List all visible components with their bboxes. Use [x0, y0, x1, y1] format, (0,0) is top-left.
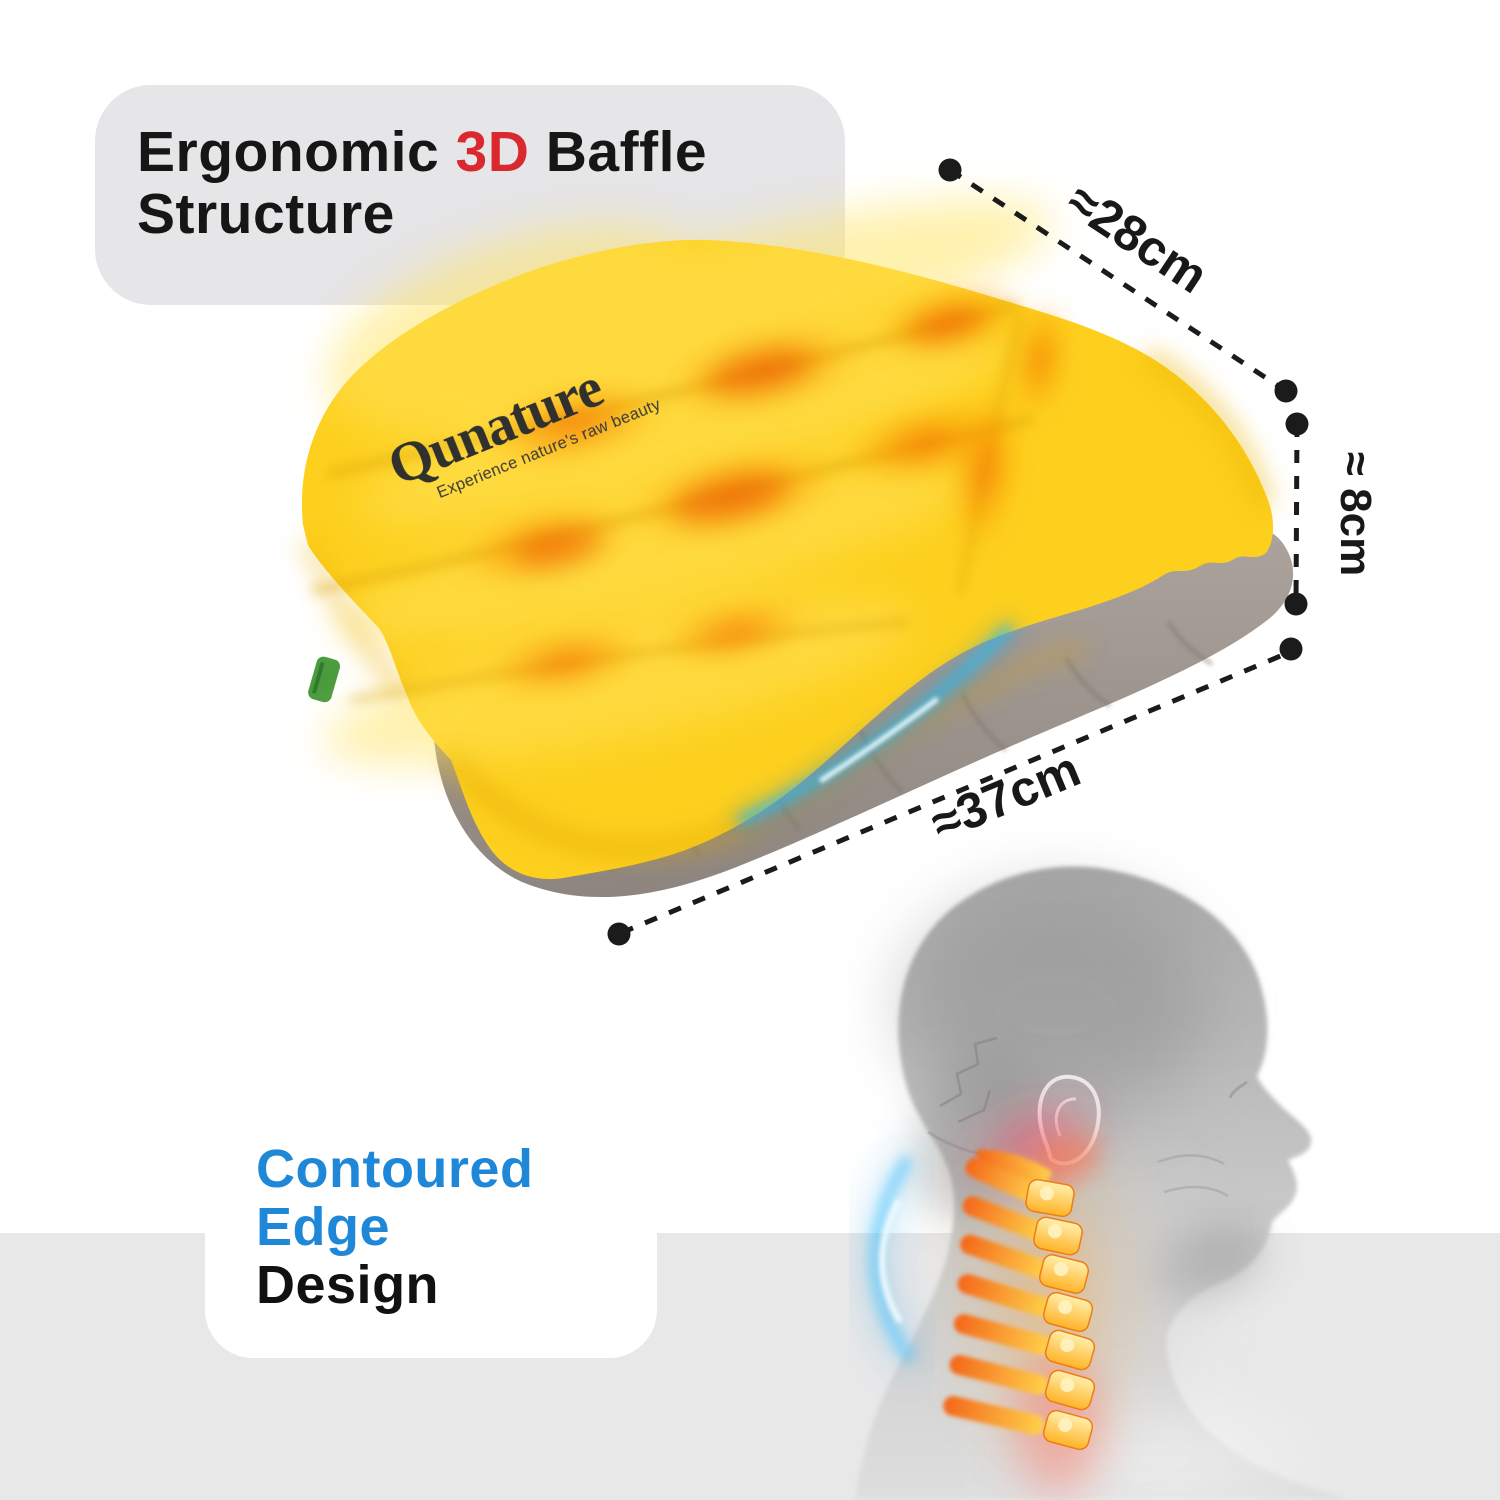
title-highlight-3d: 3D [455, 120, 530, 184]
feature-line-3: Design [256, 1255, 440, 1315]
neck-blue-glow [862, 1149, 921, 1369]
title-line-1: Ergonomic 3D Baffle [137, 121, 845, 183]
baffle-orange-shading [454, 286, 1068, 696]
feature-line-2: Edge [256, 1197, 391, 1257]
title-line-2: Structure [137, 182, 395, 246]
dimension-label-height: ≈ 8cm [1331, 452, 1380, 576]
dimension-line-height [1293, 423, 1300, 605]
cervical-spine [943, 1093, 1130, 1495]
feature-line-1: Contoured [256, 1139, 534, 1199]
title-post: Baffle [529, 120, 708, 184]
title-pre: Ergonomic [137, 120, 456, 184]
blue-accent-arc [731, 619, 1019, 831]
dimension-endpoint-dots [607, 158, 1309, 946]
valve-tag [308, 656, 341, 703]
head-xray-illustration [855, 866, 1360, 1500]
feature-text-card [205, 1060, 657, 1358]
vertebra-bodies [1025, 1178, 1096, 1451]
pillow-illustration: Qunature Experience nature's raw beauty [301, 200, 1294, 898]
feature-text: Contoured Edge Design [256, 1140, 533, 1314]
dimension-label-width: ≈28cm [1057, 172, 1217, 304]
dimension-line-length [620, 649, 1291, 936]
